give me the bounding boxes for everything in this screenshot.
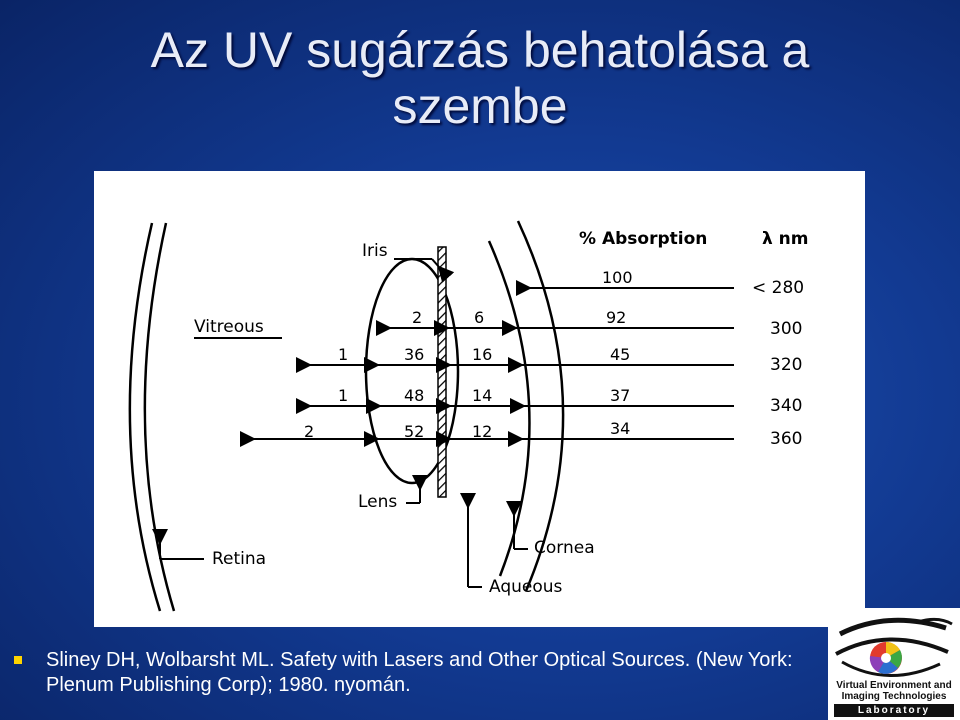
retina-curve-outer — [128, 222, 162, 612]
wavelength-header: λ nm — [762, 229, 809, 249]
cornea-label: Cornea — [534, 538, 595, 558]
vitreous-label: Vitreous — [194, 317, 264, 337]
diagram-svg: % Absorption λ nm Iris Vitreous Lens Ret… — [128, 220, 809, 612]
aqueous-label: Aqueous — [489, 577, 563, 597]
slide-title-line-2: szembe — [392, 78, 568, 134]
row-1-wavelength: < 280 — [752, 278, 804, 298]
row-1-cornea-value: 100 — [602, 268, 633, 287]
logo-line-2: Imaging Technologies — [841, 691, 947, 702]
citation-bullet: Sliney DH, Wolbarsht ML. Safety with Las… — [14, 648, 824, 698]
bullet-square-icon — [14, 656, 22, 664]
row-4-lens-value: 48 — [404, 386, 424, 405]
absorption-header: % Absorption — [579, 229, 707, 249]
row-2-wavelength: 300 — [770, 319, 802, 339]
row-5-vitreous-value: 2 — [304, 422, 314, 441]
slide-title-line-1: Az UV sugárzás behatolása a — [150, 22, 810, 78]
row-5-wavelength: 360 — [770, 429, 802, 449]
slide-title: Az UV sugárzás behatolása a szembe — [0, 22, 960, 134]
row-4-cornea-value: 37 — [610, 386, 630, 405]
lens-label: Lens — [358, 492, 397, 512]
retina-label: Retina — [212, 549, 266, 569]
row-3-lens-value: 36 — [404, 345, 424, 364]
iris-label: Iris — [362, 241, 388, 261]
row-2-lens-value: 2 — [412, 308, 422, 327]
row-4-vitreous-value: 1 — [338, 386, 348, 405]
retina-curve-inner — [143, 222, 176, 612]
citation-text: Sliney DH, Wolbarsht ML. Safety with Las… — [46, 649, 793, 696]
uv-penetration-diagram: % Absorption λ nm Iris Vitreous Lens Ret… — [94, 171, 865, 627]
eye-logo-icon — [835, 617, 953, 677]
row-4-wavelength: 340 — [770, 396, 802, 416]
row-2-aqueous-value: 6 — [474, 308, 484, 327]
row-4-aqueous-value: 14 — [472, 386, 492, 405]
row-5-cornea-value: 34 — [610, 419, 630, 438]
logo-line-1: Virtual Environment and — [836, 680, 952, 691]
lab-logo: Virtual Environment and Imaging Technolo… — [828, 608, 960, 720]
row-2-cornea-value: 92 — [606, 308, 626, 327]
row-3-cornea-value: 45 — [610, 345, 630, 364]
row-3-wavelength: 320 — [770, 355, 802, 375]
row-3-vitreous-value: 1 — [338, 345, 348, 364]
iris-bar — [437, 246, 447, 498]
logo-line-3: Laboratory — [834, 704, 954, 717]
row-5-aqueous-value: 12 — [472, 422, 492, 441]
row-5-lens-value: 52 — [404, 422, 424, 441]
row-3-aqueous-value: 16 — [472, 345, 492, 364]
cornea-curve-inner — [487, 240, 531, 577]
